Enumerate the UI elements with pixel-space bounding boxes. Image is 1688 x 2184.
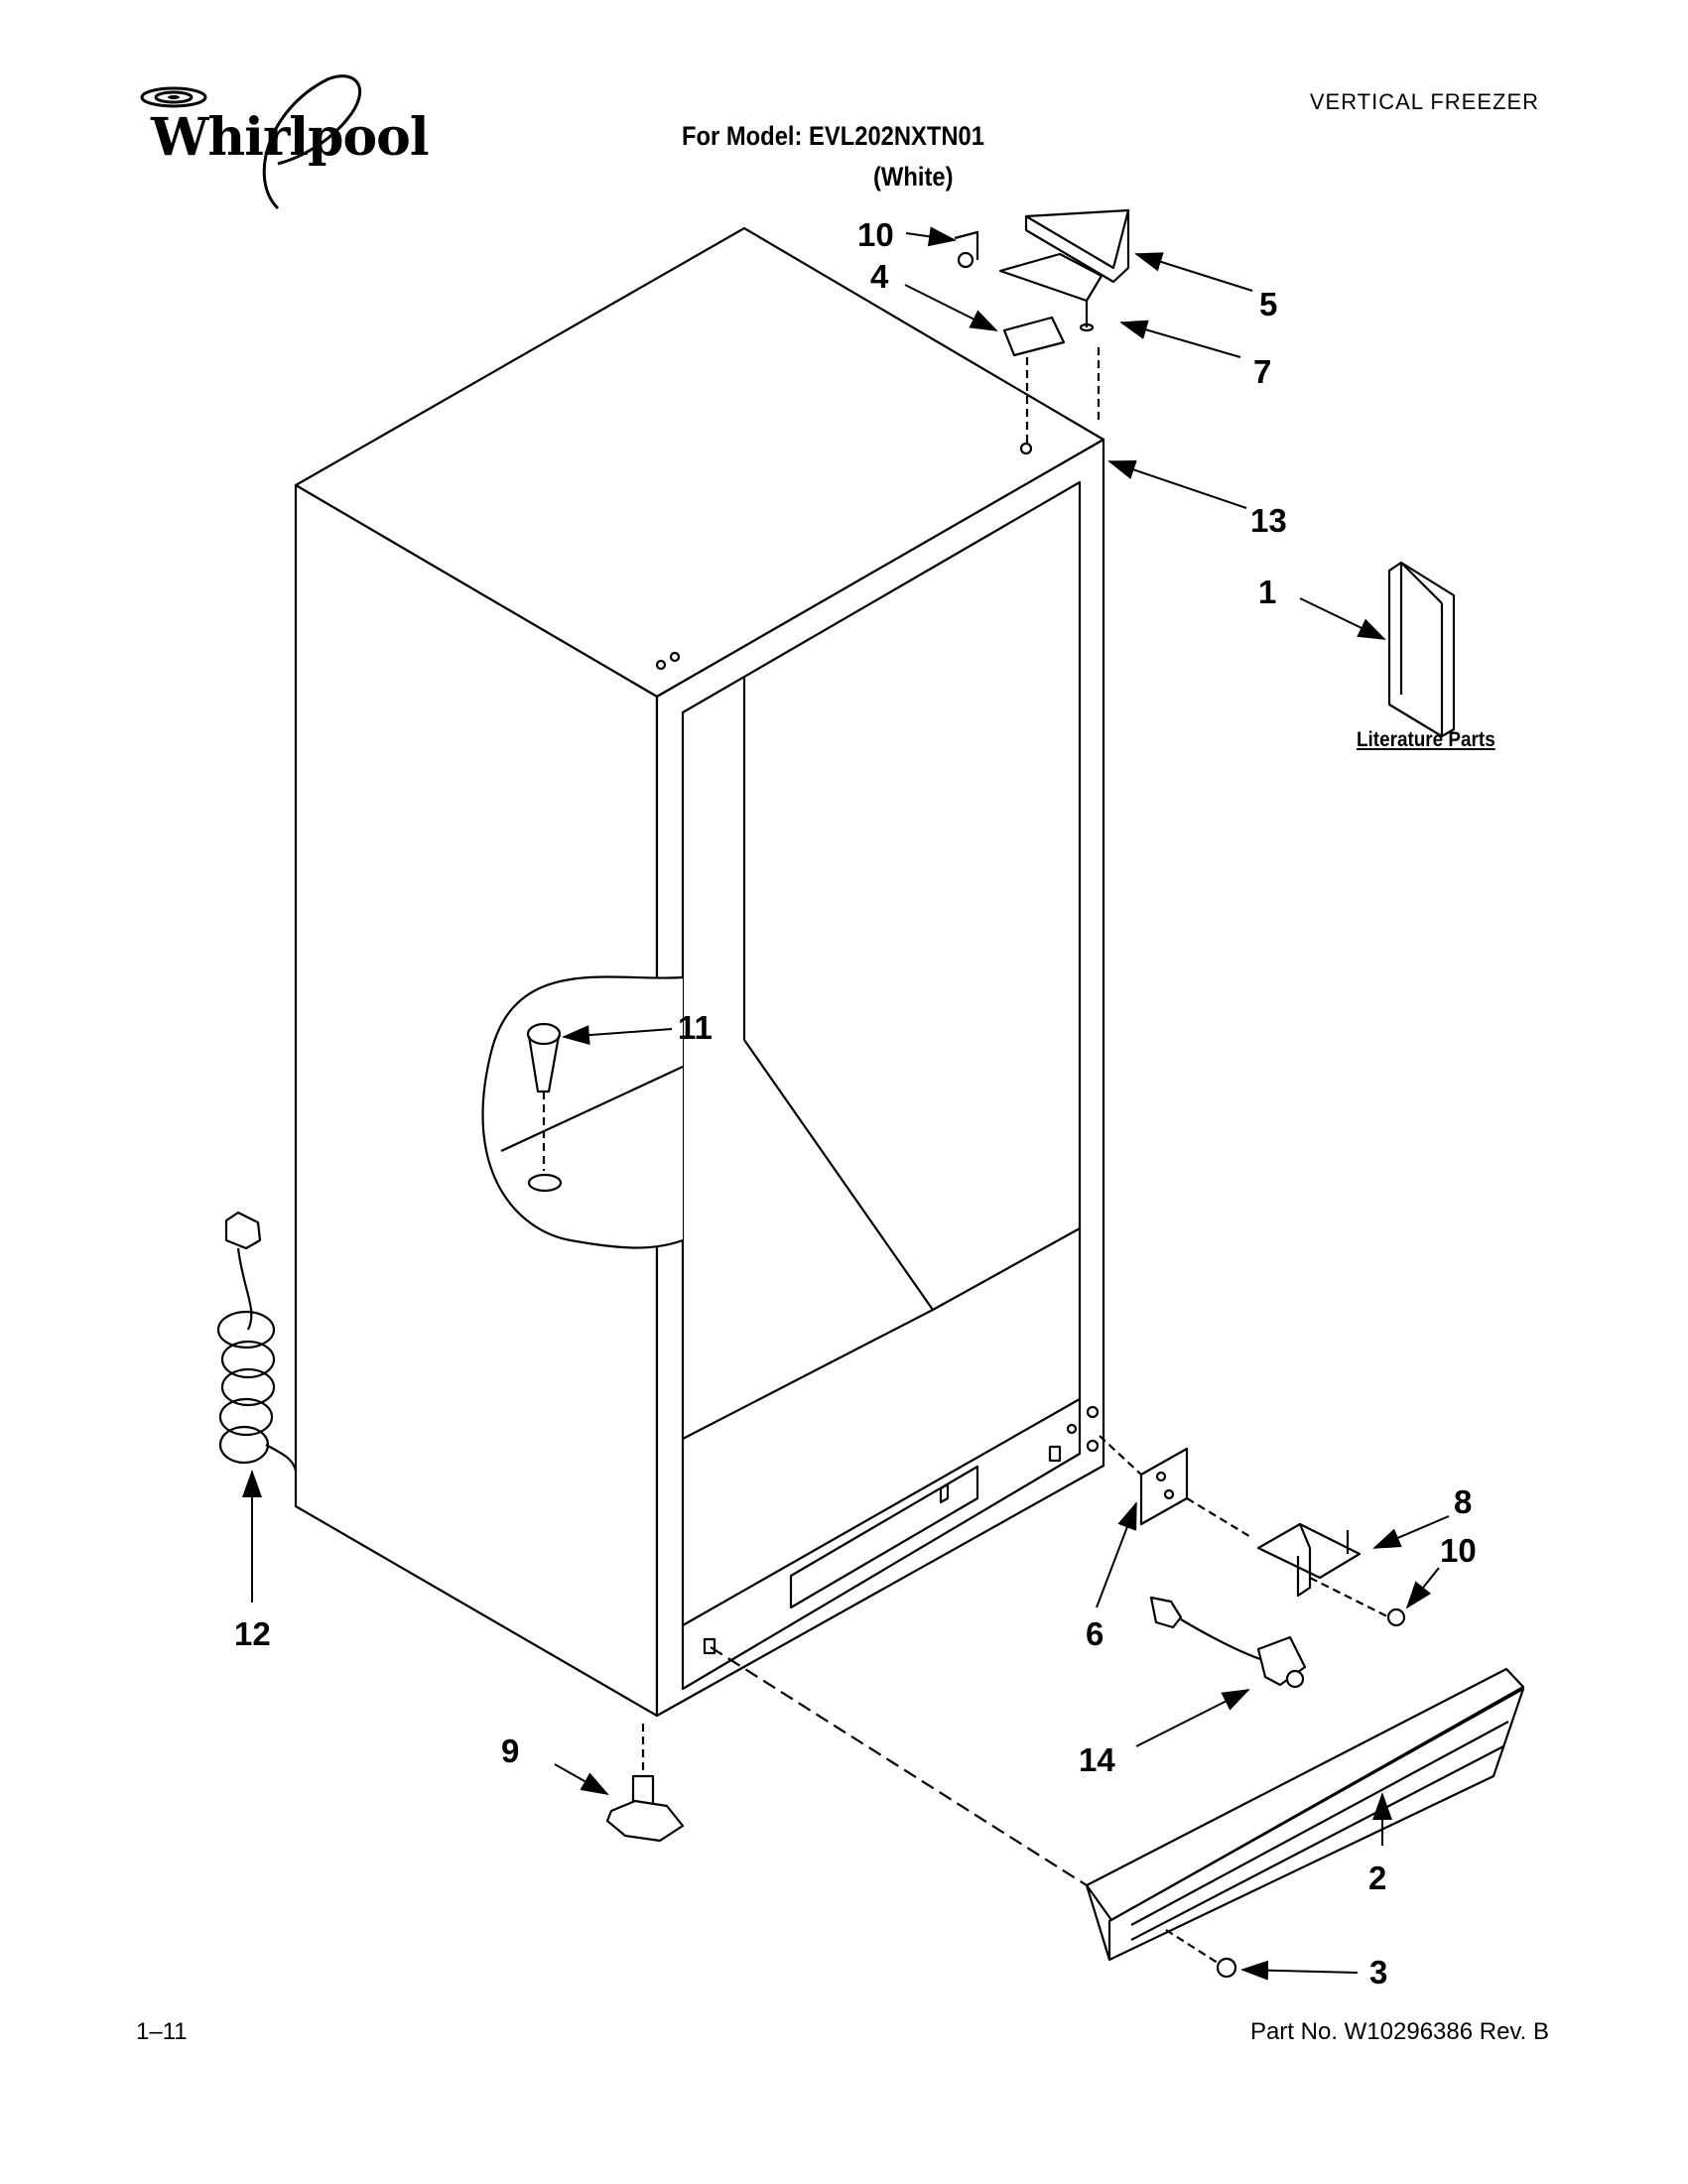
callout-5: 5: [1259, 286, 1277, 322]
callout-14: 14: [1079, 1741, 1115, 1778]
callout-2: 2: [1368, 1860, 1386, 1896]
callout-6: 6: [1086, 1615, 1104, 1652]
callout-arrows: [242, 226, 1450, 1981]
document-type: VERTICAL FREEZER: [1309, 89, 1539, 114]
part-12-power-cord: [216, 1211, 298, 1472]
literature-parts-label: Literature Parts: [1357, 728, 1495, 751]
callout-1: 1: [1258, 574, 1276, 610]
freezer-cabinet: [294, 226, 1105, 1718]
literature-parts-box: [1387, 561, 1456, 738]
part-9-leveling-leg: [605, 1724, 685, 1843]
top-hinge-assembly: [954, 208, 1130, 445]
model-number: For Model: EVL202NXTN01: [682, 121, 984, 151]
callout-10-bottom: 10: [1440, 1532, 1477, 1569]
whirlpool-swirl-icon: [140, 74, 361, 210]
callout-8: 8: [1454, 1483, 1472, 1520]
callout-12: 12: [234, 1615, 271, 1652]
callout-9: 9: [501, 1733, 519, 1769]
callout-13: 13: [1250, 502, 1287, 539]
whirlpool-logo: Whirlpool: [129, 69, 430, 218]
callout-3: 3: [1369, 1954, 1387, 1991]
part-11-drain-tube: [526, 1022, 562, 1171]
part-2-toe-grille: [710, 1646, 1525, 1979]
brand-wordmark: Whirlpool: [151, 107, 430, 168]
callout-10-top: 10: [857, 216, 894, 253]
bottom-hinge-assembly: [1099, 1435, 1406, 1627]
callout-4: 4: [870, 258, 889, 295]
callout-labels: 10 4 5 7 13 1 11 12 6 8 10 14 9 2 3: [234, 216, 1477, 1991]
part-number: Part No. W10296386 Rev. B: [1249, 2018, 1549, 2045]
model-color: (White): [873, 162, 954, 192]
part-14-wire-harness: [1149, 1596, 1307, 1689]
callout-11: 11: [678, 1009, 713, 1046]
page-number: 1–11: [136, 2018, 188, 2045]
callout-7: 7: [1253, 353, 1271, 390]
